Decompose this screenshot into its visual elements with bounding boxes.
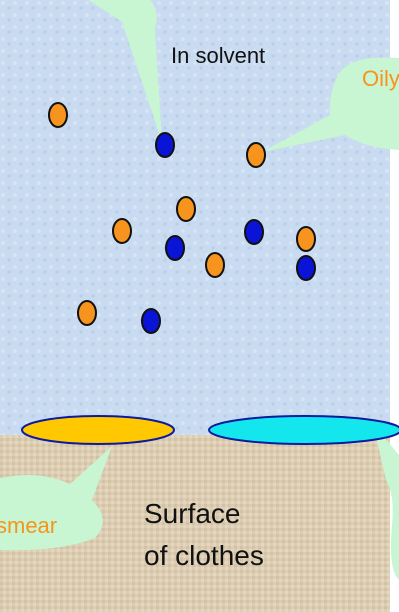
cyan-oil-smear [209,416,399,444]
smear-label: smear [0,513,57,538]
orange-particle [247,143,265,167]
orange-particle [113,219,131,243]
orange-particle [78,301,96,325]
orange-particle [297,227,315,251]
blue-particle [245,220,263,244]
surface-label-line1: Surface [144,498,241,529]
orange-particle [49,103,67,127]
blue-particle [166,236,184,260]
oily-label: Oily [362,66,399,91]
solvent-label: In solvent [171,43,265,68]
blue-particle [297,256,315,280]
blue-particle [142,309,160,333]
blue-particle [156,133,174,157]
yellow-oil-smear [22,416,174,444]
orange-particle [206,253,224,277]
orange-particle [177,197,195,221]
surface-label-line2: of clothes [144,540,264,571]
